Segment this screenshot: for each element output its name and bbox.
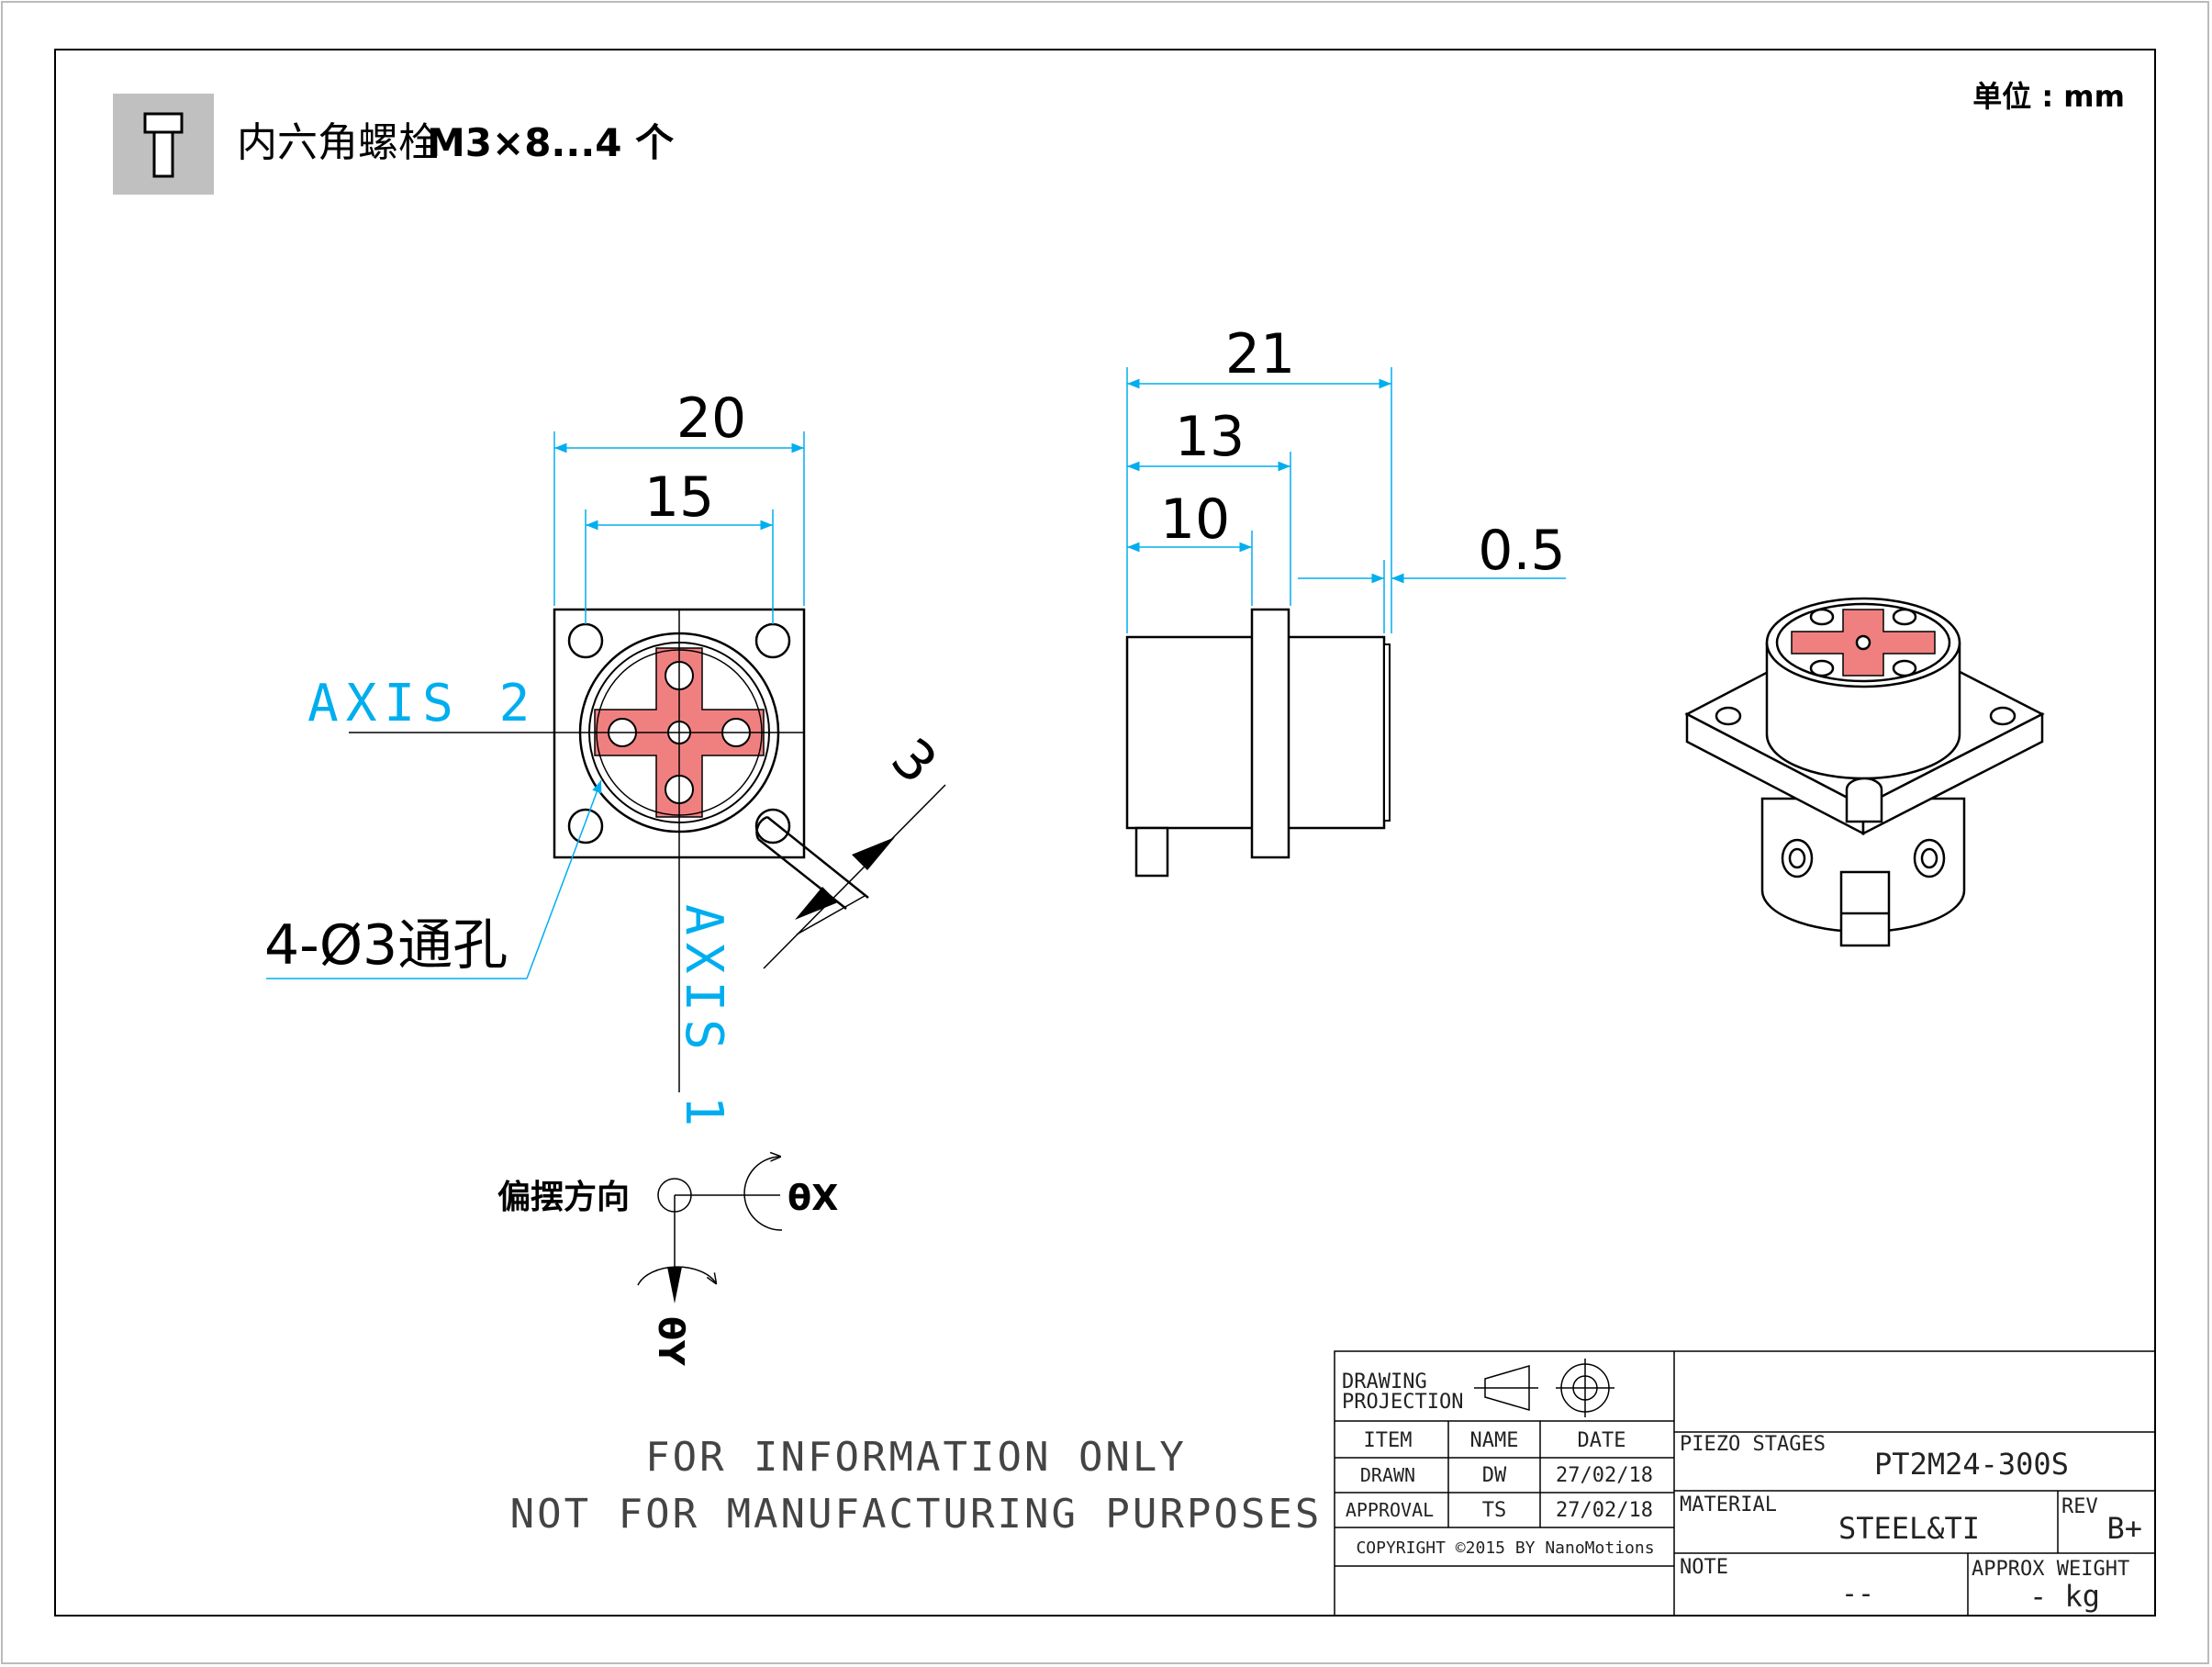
weight-value: - kg [2029, 1579, 2100, 1614]
copyright: COPYRIGHT ©2015 BY NanoMotions [1356, 1538, 1654, 1558]
part-number: PT2M24-300S [1874, 1447, 2069, 1482]
material-value: STEEL&TI [1838, 1511, 1980, 1546]
rotation-legend-label: 偏摆方向 [497, 1179, 630, 1216]
side-tab [1134, 826, 1169, 878]
dim-15-label: 15 [644, 465, 714, 530]
disclaimer-line-1: FOR INFORMATION ONLY [645, 1434, 1187, 1481]
sheet-inner-border [54, 49, 2156, 1617]
bolt-spec: M3×8...4 个 [427, 120, 674, 165]
dim-13-label: 13 [1175, 405, 1245, 469]
side-view: 21 13 10 0.5 [1125, 322, 1566, 878]
rotation-legend: 偏摆方向 θX θY [497, 1157, 838, 1366]
row2-name: TS [1482, 1499, 1507, 1522]
row2-date: 27/02/18 [1556, 1499, 1653, 1522]
product-line: PIEZO STAGES [1680, 1433, 1826, 1456]
dim-3-label: 3 [878, 726, 949, 797]
theta-x-label: θX [788, 1178, 838, 1218]
note-value: -- [1841, 1578, 1874, 1610]
mount-hole [754, 622, 791, 659]
disclaimer-line-2: NOT FOR MANUFACTURING PURPOSES [510, 1491, 1323, 1538]
col-date: DATE [1578, 1429, 1626, 1452]
side-flange [1250, 608, 1290, 859]
rev-label: REV [2061, 1495, 2098, 1518]
row1-name: DW [1482, 1464, 1507, 1487]
axis-2-label: AXIS 2 [307, 674, 537, 733]
bolt-icon [113, 94, 214, 195]
front-view: AXIS 2 AXIS 1 20 15 3 4-Ø3通孔 [264, 386, 949, 1134]
theta-y-label: θY [651, 1316, 691, 1366]
row1-item: DRAWN [1360, 1464, 1415, 1486]
weight-label: APPROX WEIGHT [1972, 1558, 2129, 1581]
material-label: MATERIAL [1680, 1494, 1777, 1516]
bolt-label: 内六角螺栓 [237, 119, 439, 166]
isometric-view [1684, 597, 2045, 947]
rev-value: B+ [2106, 1511, 2142, 1546]
axis-1-label: AXIS 1 [674, 904, 733, 1134]
dim-05-label: 0.5 [1478, 519, 1565, 583]
dim-line-3 [763, 784, 946, 969]
title-block [1334, 1350, 2156, 1617]
hole-callout-label: 4-Ø3通孔 [264, 913, 508, 978]
dim-21-label: 21 [1225, 322, 1295, 386]
col-item: ITEM [1364, 1429, 1413, 1452]
note-label: NOTE [1680, 1556, 1728, 1579]
dim-20-label: 20 [676, 386, 746, 451]
unit-label: 单位 : mm [1972, 79, 2125, 114]
dim-10-label: 10 [1160, 487, 1230, 552]
row1-date: 27/02/18 [1556, 1464, 1653, 1487]
projection-label-1: DRAWING [1342, 1371, 1427, 1393]
hole-leader [526, 779, 602, 979]
mount-hole [754, 808, 791, 845]
row2-item: APPROVAL [1346, 1499, 1434, 1521]
mount-hole [567, 622, 604, 659]
projection-label-2: PROJECTION [1342, 1391, 1463, 1414]
mount-hole [567, 808, 604, 845]
col-name: NAME [1470, 1429, 1519, 1452]
theta-x-arrow-icon [743, 1157, 783, 1231]
